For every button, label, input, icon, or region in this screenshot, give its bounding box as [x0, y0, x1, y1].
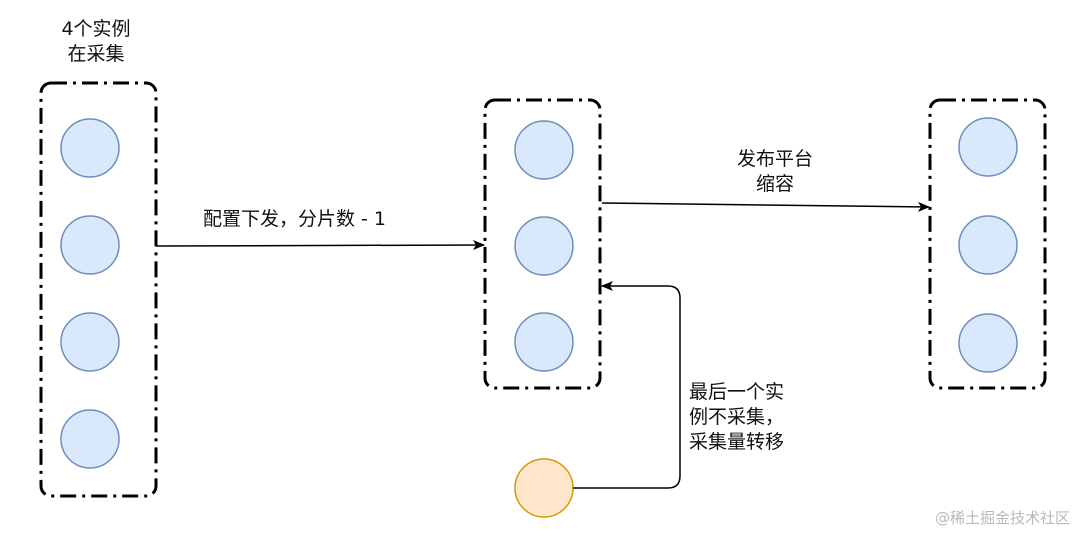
- arrow-middle-to-final: [601, 201, 930, 212]
- group-initial-box: [39, 81, 158, 498]
- arrow-new-to-middle: [573, 281, 681, 489]
- caption-line: 在采集: [67, 43, 125, 65]
- group-final-box: [928, 98, 1047, 390]
- edge-label-scale-down: 发布平台 缩容: [715, 147, 835, 197]
- edge-label-transfer: 最后一个实 例不采集， 采集量转移: [689, 380, 784, 455]
- instance-node: [514, 120, 574, 180]
- instance-node: [514, 312, 574, 372]
- instance-node: [514, 216, 574, 276]
- instance-node: [60, 312, 120, 372]
- edge-label-line: 最后一个实: [689, 381, 785, 403]
- instance-node: [958, 215, 1018, 275]
- edge-label-line: 缩容: [755, 173, 794, 195]
- edge-label-line: 发布平台: [736, 148, 813, 170]
- edge-label-config: 配置下发，分片数 - 1: [203, 208, 387, 230]
- watermark: @稀土掘金技术社区: [934, 509, 1070, 527]
- instance-node: [60, 215, 120, 275]
- instance-node: [958, 117, 1018, 177]
- group-initial-caption: 4个实例 在采集: [46, 17, 146, 67]
- edge-label-line: 例不采集，: [689, 406, 785, 428]
- edge-label-line: 采集量转移: [689, 431, 785, 453]
- caption-line: 4个实例: [61, 18, 131, 40]
- new-instance-node: [514, 458, 574, 518]
- instance-node: [60, 118, 120, 178]
- arrow-initial-to-middle: [155, 240, 485, 251]
- instance-node: [60, 409, 120, 469]
- instance-node: [958, 313, 1018, 373]
- group-middle-box: [483, 98, 602, 390]
